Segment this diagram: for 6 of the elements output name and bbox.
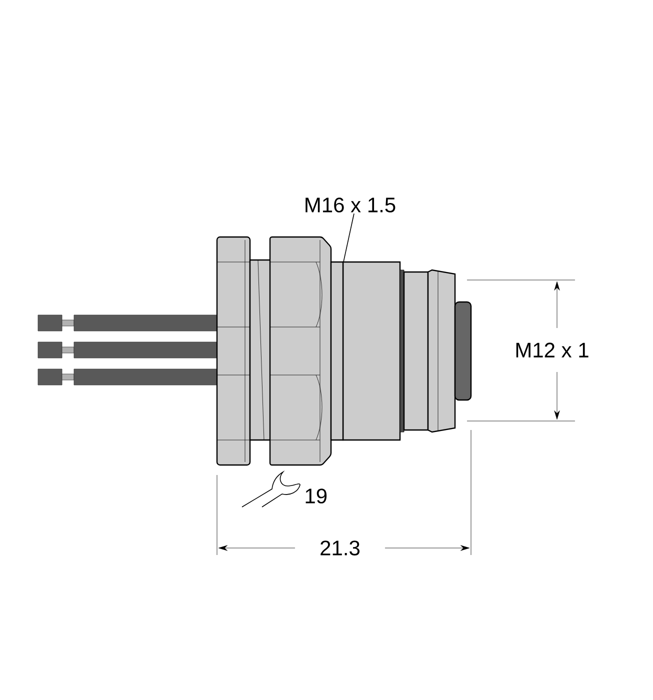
dimension-label: M12 x 1 — [514, 342, 590, 358]
leader-line — [343, 213, 354, 262]
thread-ring — [330, 261, 344, 441]
thread-label: M16 x 1.5 — [306, 198, 396, 212]
wrench-size-label: 19 — [303, 488, 329, 504]
dimension-label: 21.3 — [318, 540, 362, 556]
